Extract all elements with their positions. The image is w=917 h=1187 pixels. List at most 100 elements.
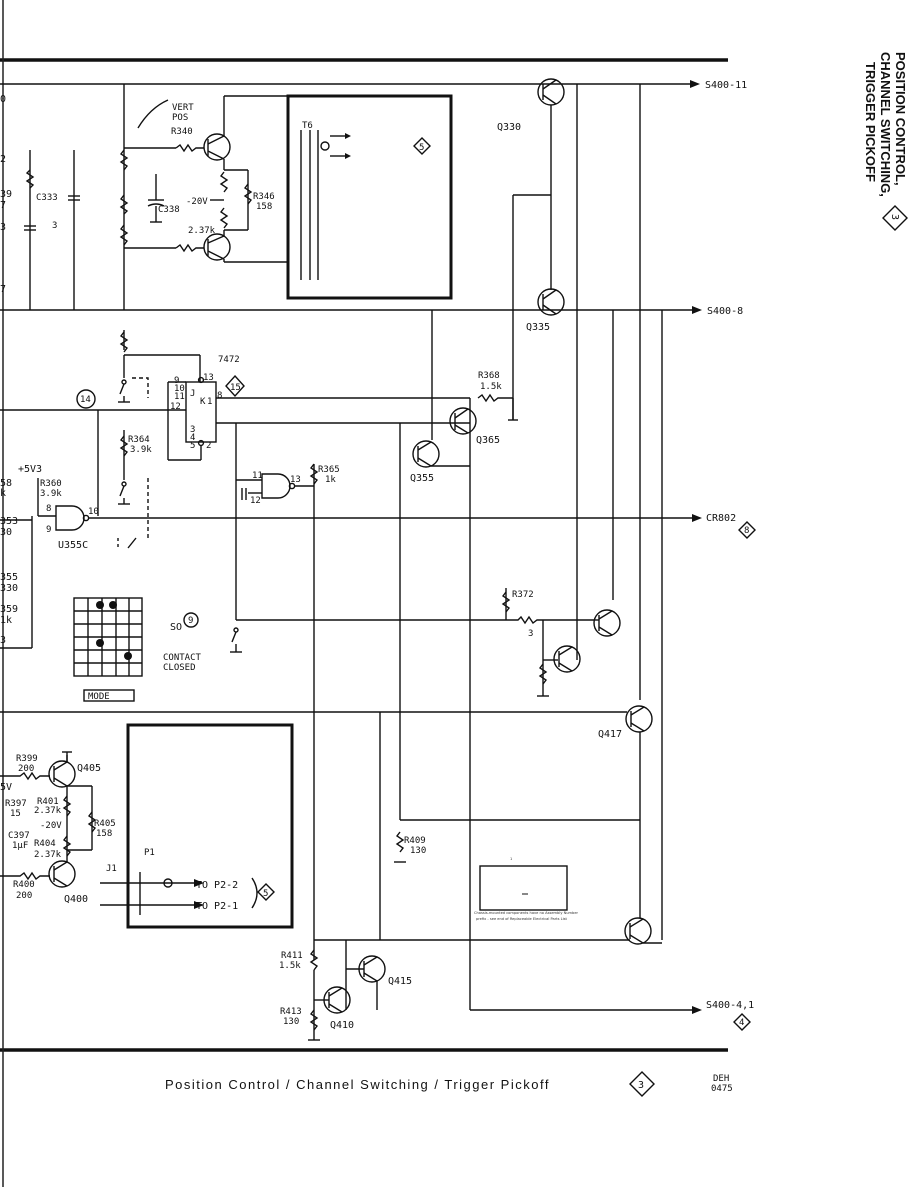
- label-r397: R397: [5, 799, 27, 809]
- left-edge-3: 7: [0, 200, 6, 211]
- label-r360-value: 3.9k: [40, 489, 62, 499]
- label-r409-value: 130: [410, 846, 426, 856]
- label-c397-value: 1µF: [12, 841, 28, 851]
- label-r413: R413: [280, 1007, 302, 1017]
- label-r404-value: 2.37k: [34, 850, 62, 860]
- label-contact-1: CONTACT: [163, 653, 202, 663]
- label-ref-14: 14: [80, 395, 91, 405]
- label-c333-ref: 3: [52, 221, 57, 231]
- footer-ref: 3: [638, 1080, 644, 1091]
- label-r372: R372: [512, 590, 534, 600]
- label-r409: R409: [404, 836, 426, 846]
- side-title-line-3: TRIGGER PICKOFF: [863, 62, 878, 182]
- label-c338: C338: [158, 205, 180, 215]
- label-q355: Q355: [410, 473, 434, 484]
- note-line-2: prefix - see end of Replaceable Electric…: [476, 917, 568, 921]
- footer-code-1: DEH: [713, 1074, 729, 1084]
- pin-8-u355c: 8: [46, 504, 51, 514]
- side-title-line-2: CHANNEL SWITCHING,: [878, 52, 893, 197]
- pin-4-ff: 4: [190, 433, 195, 443]
- label-q417: Q417: [598, 729, 622, 740]
- label-r364-value: 3.9k: [130, 445, 152, 455]
- side-title-line-1: POSITION CONTROL,: [893, 52, 908, 186]
- label-neg20v-lower: -20V: [40, 821, 62, 831]
- label-r405: R405: [94, 819, 116, 829]
- left-edge-0: 0: [0, 94, 6, 105]
- label-r368-value: 1.5k: [480, 382, 502, 392]
- label-r405-value: 158: [96, 829, 112, 839]
- label-s400-4-1-ref: 4: [739, 1018, 744, 1028]
- pin-9-ff: 9: [174, 376, 179, 386]
- label-r413-value: 130: [283, 1017, 299, 1027]
- label-box-ref-upper: 5: [419, 143, 424, 153]
- left-edge-8: 353: [0, 516, 18, 527]
- pin-2-ff: 2: [206, 441, 211, 451]
- label-s400-8: S400-8: [707, 306, 743, 317]
- pin-9-u355c: 9: [46, 525, 51, 535]
- side-title-badge: 3: [889, 214, 900, 220]
- label-so-ref: 9: [188, 616, 193, 626]
- label-r401-value: 2.37k: [34, 806, 62, 816]
- label-plus5v3: +5V3: [18, 464, 42, 475]
- label-r365-value: 1k: [325, 475, 336, 485]
- label-r364: R364: [128, 435, 150, 445]
- pin-5-ff: 5: [190, 441, 195, 451]
- note-number: 1: [510, 857, 512, 861]
- label-mode: MODE: [88, 692, 110, 702]
- pin-11-ff: 11: [174, 392, 185, 402]
- left-edge-4: 3: [0, 222, 6, 233]
- label-c397: C397: [8, 831, 30, 841]
- left-edge-2: 39: [0, 189, 12, 200]
- left-edge-11: 330: [0, 583, 18, 594]
- label-q365: Q365: [476, 435, 500, 446]
- label-r397-value: 15: [10, 809, 21, 819]
- label-r399: R399: [16, 754, 38, 764]
- label-r400: R400: [13, 880, 35, 890]
- label-r411: R411: [281, 951, 303, 961]
- label-q400: Q400: [64, 894, 88, 905]
- label-q405: Q405: [77, 763, 101, 774]
- label-r368: R368: [478, 371, 500, 381]
- left-edge-13: 1k: [0, 615, 12, 626]
- label-to-p2-1: TO P2-1: [196, 901, 238, 912]
- mode-switch-grid: [73, 597, 143, 677]
- label-2-37k-upper: 2.37k: [188, 226, 216, 236]
- label-ref-15: 15: [230, 383, 241, 393]
- left-edge-10: 355: [0, 572, 18, 583]
- label-r365: R365: [318, 465, 340, 475]
- pin-8-ff: 8: [217, 391, 222, 401]
- label-cr802: CR802: [706, 513, 736, 524]
- pin-12-ff: 12: [170, 402, 181, 412]
- label-q330: Q330: [497, 122, 521, 133]
- label-u355c: U355C: [58, 540, 88, 551]
- label-r401: R401: [37, 797, 59, 807]
- label-p1: P1: [144, 848, 155, 858]
- label-r372-ref: 3: [528, 629, 533, 639]
- left-edge-14: 3: [0, 635, 6, 646]
- label-p2-ref: 5: [263, 889, 268, 899]
- left-edge-labels: 0 2 39 7 3 7 58 k 353 30 355 330 359 1k …: [0, 94, 18, 793]
- pin-10-u355c: 10: [88, 507, 99, 517]
- label-ic-7472: 7472: [218, 355, 240, 365]
- pin-11-nand: 11: [252, 471, 263, 481]
- label-r400-value: 200: [16, 891, 32, 901]
- pin-j-ff: J: [190, 389, 195, 399]
- left-edge-15: 5V: [0, 782, 12, 793]
- label-q335: Q335: [526, 322, 550, 333]
- label-s400-11: S400-11: [705, 80, 747, 91]
- label-to-p2-2: TO P2-2: [196, 880, 238, 891]
- footer-title: Position Control / Channel Switching / T…: [165, 1077, 550, 1092]
- pin-12-nand: 12: [250, 496, 261, 506]
- side-title: POSITION CONTROL, CHANNEL SWITCHING, TRI…: [863, 52, 908, 231]
- label-t-connector: T6: [302, 121, 313, 131]
- label-r346: R346: [253, 192, 275, 202]
- pin-3-ff: 3: [190, 425, 195, 435]
- pin-1-ff: 1: [207, 397, 212, 407]
- label-r360: R360: [40, 479, 62, 489]
- label-r399-value: 200: [18, 764, 34, 774]
- pin-10-ff: 10: [174, 384, 185, 394]
- note-line-1: Chassis-mounted components have no Assem…: [474, 911, 579, 915]
- pin-k-ff: K: [200, 397, 206, 407]
- label-vert-pos-1: VERT: [172, 103, 194, 113]
